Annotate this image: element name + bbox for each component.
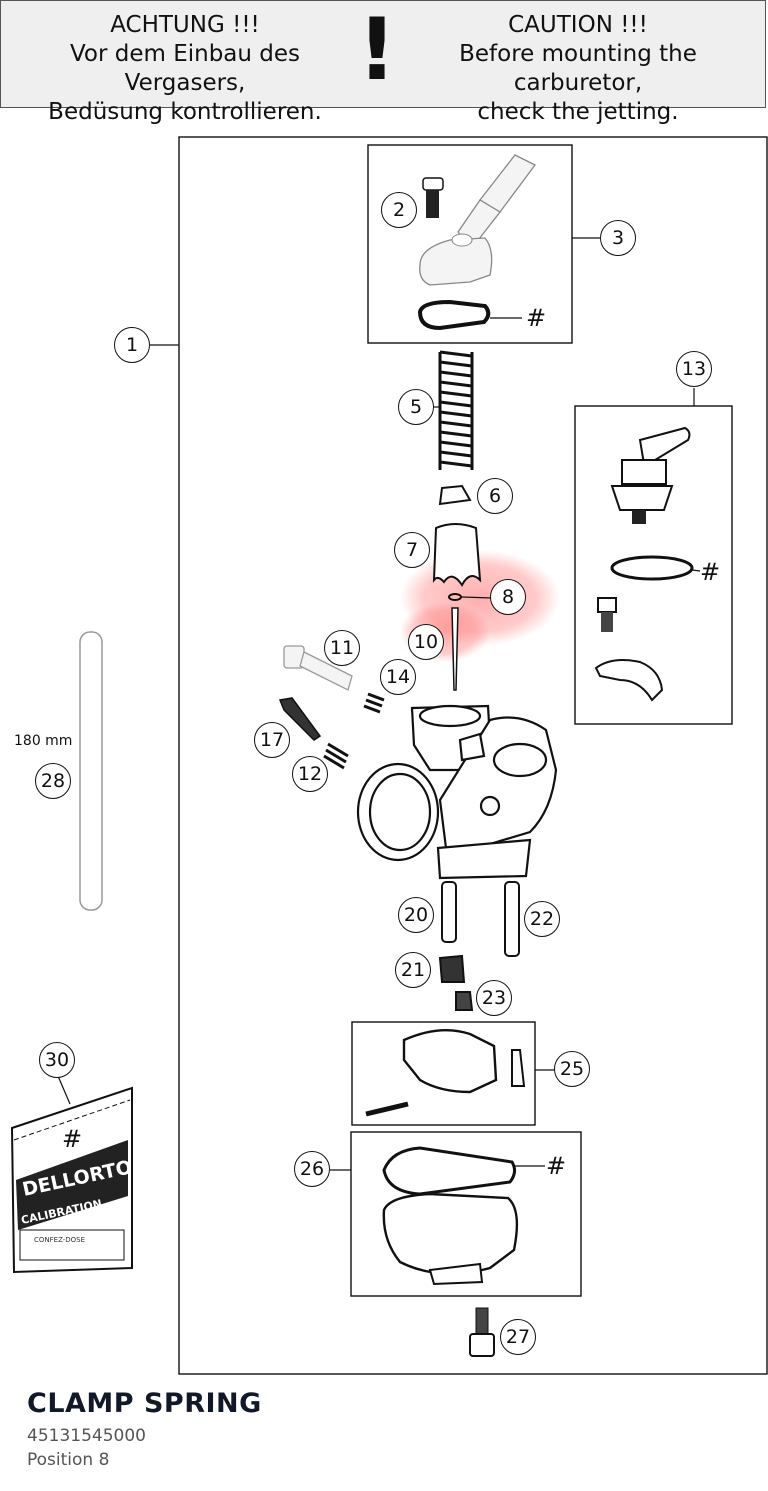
part-name: CLAMP SPRING xyxy=(27,1388,262,1419)
part-number: 45131545000 xyxy=(27,1426,146,1446)
callout-11[interactable]: 11 xyxy=(324,630,360,666)
throttle-spring xyxy=(438,350,474,470)
callout-8[interactable]: 8 xyxy=(490,579,526,615)
assembly-frame xyxy=(178,136,768,1375)
cover-group-box xyxy=(367,144,600,344)
mixture-spring xyxy=(323,742,349,770)
callout-23[interactable]: 23 xyxy=(476,980,512,1016)
warning-de-line2: Vor dem Einbau des Vergasers, xyxy=(69,41,301,96)
warning-en-line3: check the jetting. xyxy=(477,99,679,125)
exclamation-icon: ! xyxy=(357,0,397,100)
idle-screw xyxy=(283,645,353,691)
main-jet xyxy=(438,954,466,983)
mixture-screw xyxy=(278,697,322,741)
bag-line: CONFEZ-DOSE xyxy=(34,1236,85,1244)
callout-13[interactable]: 13 xyxy=(676,351,712,387)
hose-length-label: 180 mm xyxy=(14,733,73,749)
throttle-slide xyxy=(432,523,482,587)
float-bowl-box xyxy=(330,1131,582,1297)
callout-6[interactable]: 6 xyxy=(477,478,513,514)
callout-10[interactable]: 10 xyxy=(408,624,444,660)
callout-14[interactable]: 14 xyxy=(380,659,416,695)
main-jet-tube xyxy=(441,881,457,943)
choke-group-box xyxy=(574,388,733,725)
jet-needle xyxy=(451,607,459,691)
hash-mark-bag: # xyxy=(62,1125,83,1153)
callout-12[interactable]: 12 xyxy=(292,756,328,792)
idle-jet xyxy=(504,881,520,957)
warning-banner: ACHTUNG !!! Vor dem Einbau des Vergasers… xyxy=(0,0,766,125)
hash-mark-choke-gasket: # xyxy=(700,558,721,586)
spring-seat xyxy=(438,484,472,506)
callout-20[interactable]: 20 xyxy=(398,897,434,933)
warning-de-title: ACHTUNG !!! xyxy=(110,12,260,38)
callout-27[interactable]: 27 xyxy=(500,1319,536,1355)
drain-screw xyxy=(469,1307,495,1357)
callout-17[interactable]: 17 xyxy=(254,722,290,758)
part-info-panel: CLAMP SPRING 45131545000 Position 8 xyxy=(0,1378,768,1491)
exploded-diagram: DELLORTO CALIBRATION CONFEZ-DOSE xyxy=(10,136,768,1375)
callout-21[interactable]: 21 xyxy=(395,952,431,988)
warning-en-title: CAUTION !!! xyxy=(508,12,648,38)
callout-25[interactable]: 25 xyxy=(554,1051,590,1087)
idle-spring xyxy=(363,692,385,714)
callout-26[interactable]: 26 xyxy=(294,1151,330,1187)
callout-30[interactable]: 30 xyxy=(39,1042,75,1078)
hash-mark-bowl-gasket: # xyxy=(546,1152,567,1180)
warning-german: ACHTUNG !!! Vor dem Einbau des Vergasers… xyxy=(7,11,363,127)
float-group-box xyxy=(351,1021,556,1126)
jetting-kit-bag: DELLORTO CALIBRATION CONFEZ-DOSE xyxy=(10,1075,134,1274)
part-position: Position 8 xyxy=(27,1450,110,1470)
warning-de-line3: Bedüsung kontrollieren. xyxy=(48,99,322,125)
callout-2[interactable]: 2 xyxy=(381,192,417,228)
warning-en-line2: Before mounting the carburetor, xyxy=(459,41,697,96)
callout-5[interactable]: 5 xyxy=(398,389,434,425)
warning-english: CAUTION !!! Before mounting the carburet… xyxy=(397,11,759,127)
jet-holder xyxy=(455,991,474,1011)
callout-28[interactable]: 28 xyxy=(35,763,71,799)
overflow-hose xyxy=(79,631,103,911)
callout-1[interactable]: 1 xyxy=(114,327,150,363)
callout-3[interactable]: 3 xyxy=(600,220,636,256)
hash-mark-gasket: # xyxy=(526,304,547,332)
clamp-spring xyxy=(448,593,462,601)
callout-7[interactable]: 7 xyxy=(394,532,430,568)
callout-22[interactable]: 22 xyxy=(524,901,560,937)
carburetor-body xyxy=(356,704,558,880)
